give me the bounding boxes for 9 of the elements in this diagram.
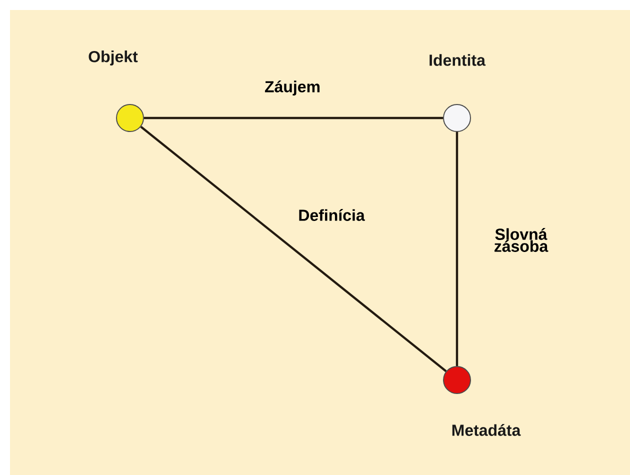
edge-label: Definícia: [297, 208, 366, 222]
connector-line: [144, 116, 443, 120]
edge-label: Záujem: [264, 79, 322, 97]
edge-label: Slovná zásoba: [483, 227, 559, 253]
node-label: Identita: [430, 54, 486, 66]
node-label: Objekt: [88, 50, 138, 66]
connector-line: [456, 132, 458, 366]
connector-line: [140, 126, 447, 372]
node-label: Metadáta: [452, 424, 521, 436]
